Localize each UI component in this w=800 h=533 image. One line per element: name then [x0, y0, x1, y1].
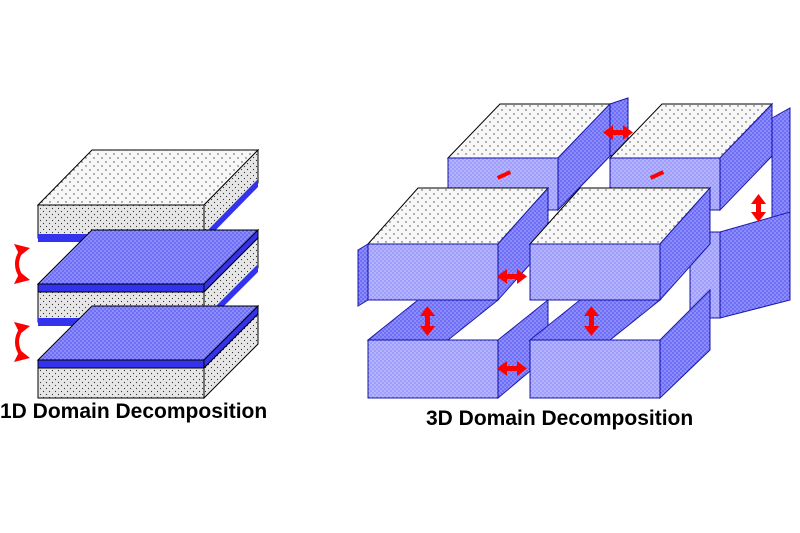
one-d-decomposition	[36, 148, 260, 400]
double-headed-arrow-icon	[420, 306, 435, 336]
double-headed-arrow-icon	[496, 170, 512, 180]
slab-3	[36, 304, 260, 400]
double-headed-arrow-icon	[603, 125, 633, 140]
double-headed-arrow-icon	[14, 244, 30, 284]
block-front-top-right	[528, 186, 712, 302]
one-d-exchange-arrows	[14, 244, 30, 362]
three-d-caption: 3D Domain Decomposition	[426, 407, 694, 430]
one-d-caption: 1D Domain Decomposition	[0, 400, 268, 423]
double-headed-arrow-icon	[497, 361, 527, 376]
double-headed-arrow-icon	[584, 306, 599, 336]
three-d-exchange-arrows	[420, 125, 766, 376]
double-headed-arrow-icon	[14, 322, 30, 362]
double-headed-arrow-icon	[649, 170, 665, 180]
double-headed-arrow-icon	[751, 194, 766, 222]
block-front-top-left	[357, 186, 550, 307]
block-front-bottom-right	[528, 288, 711, 400]
three-d-decomposition	[357, 97, 791, 400]
double-headed-arrow-icon	[497, 269, 527, 284]
block-front-bottom-left	[366, 298, 549, 400]
slab-1	[36, 148, 260, 242]
